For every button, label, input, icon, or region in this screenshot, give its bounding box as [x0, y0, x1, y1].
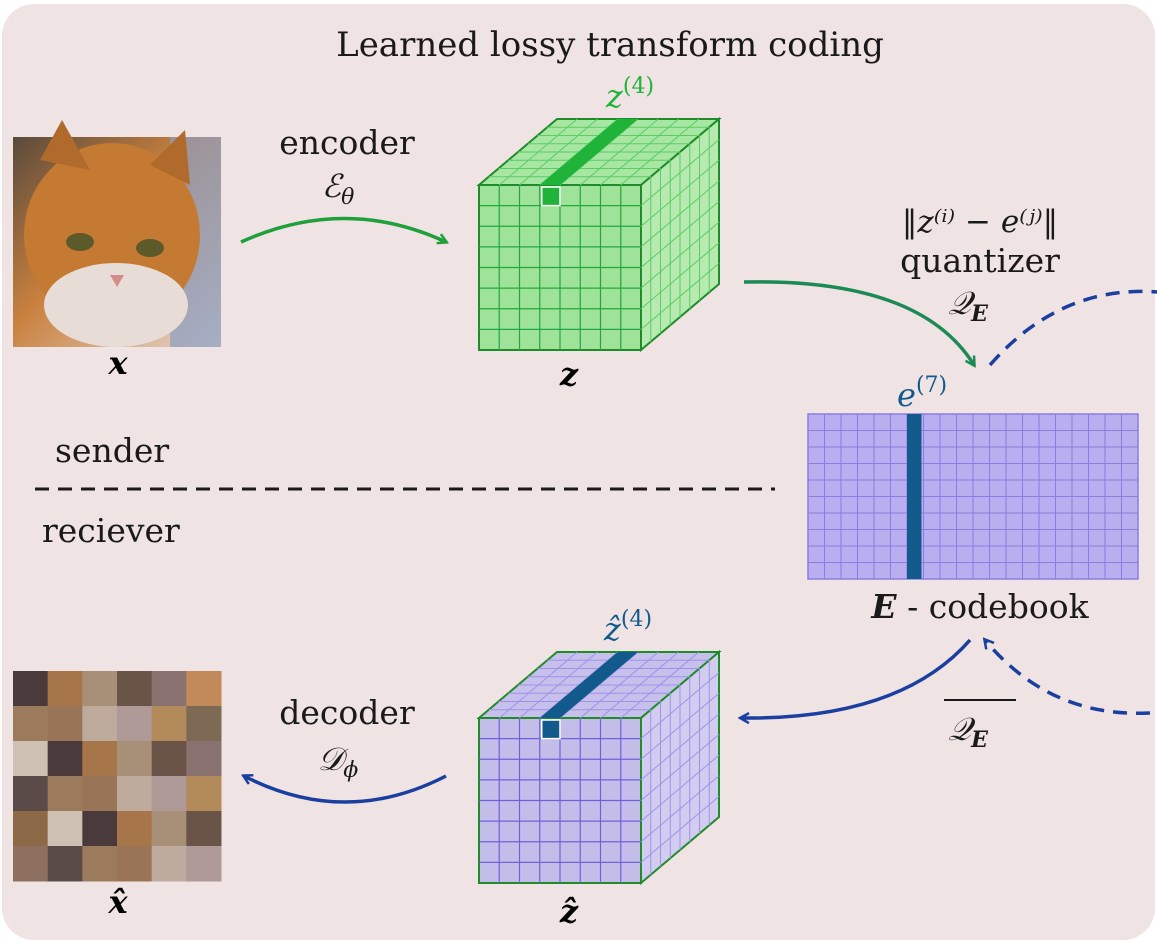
- output-image-label: x̂: [107, 883, 128, 921]
- quantizer-symbol: 𝒬E: [948, 284, 989, 327]
- latent-vector-label: z(4): [605, 74, 654, 115]
- channel-out-dashed: [988, 289, 1157, 367]
- latent-cube: [476, 116, 722, 353]
- encoder-arrow: [240, 216, 446, 243]
- output-image: [13, 671, 222, 882]
- input-image: [13, 120, 221, 347]
- highlighted-cell: [541, 186, 561, 207]
- receiver-label: reciever: [42, 511, 180, 550]
- encoder-symbol: ℰθ: [322, 167, 355, 210]
- decoder-arrow: [244, 776, 447, 804]
- latent-hat-cube: [476, 649, 722, 886]
- diagram-title: Learned lossy transform coding: [336, 25, 884, 65]
- inverse-quantizer-symbol: 𝒬E: [948, 710, 989, 753]
- quantizer-arrow: [743, 280, 974, 365]
- highlighted-vector: [539, 652, 638, 718]
- codebook-entry-label: e(7): [897, 373, 947, 414]
- codebook-grid: [807, 413, 1139, 580]
- latent-hat-label: ẑ: [559, 892, 579, 930]
- latent-label: z: [559, 355, 579, 393]
- background-panel: [2, 4, 1155, 940]
- decoder-symbol: 𝒟ϕ: [318, 740, 359, 783]
- input-image-label: x: [107, 344, 128, 382]
- encoder-label: encoder: [279, 123, 415, 162]
- highlighted-cell: [541, 719, 561, 740]
- quantizer-label: quantizer: [900, 241, 1060, 280]
- highlighted-vector: [539, 119, 638, 185]
- latent-hat-vector-label: ẑ(4): [603, 607, 652, 648]
- decoder-label: decoder: [279, 693, 415, 732]
- inverse-quantizer-arrow: [741, 638, 972, 718]
- sender-label: sender: [55, 431, 169, 470]
- codebook-selected-entry: [907, 414, 922, 579]
- channel-in-dashed: [985, 640, 1151, 716]
- codebook-caption: E - codebook: [870, 587, 1089, 626]
- quantizer-distance: ‖z⁽ⁱ⁾ − e⁽ʲ⁾‖: [902, 204, 1058, 240]
